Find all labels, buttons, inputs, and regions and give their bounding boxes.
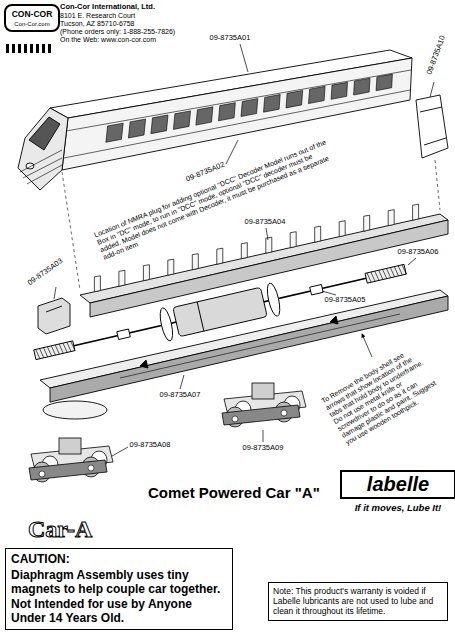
node-heading: CON-COR [7,9,57,19]
logo-bars [6,44,51,53]
weight-fin [364,215,370,231]
window [264,95,281,113]
worm-thread [402,264,406,274]
node-text: Con-Cor.com [7,21,57,27]
window [309,86,326,103]
weight-fin [119,270,125,286]
worm-thread [59,344,63,354]
worm-thread [47,346,51,356]
removal-note: To Remove the body shell see arrows that… [320,343,443,446]
weight-fin [413,204,419,220]
window [128,119,145,138]
weight-fin [339,221,345,237]
weight-fin [266,237,272,253]
worm-thread [51,345,55,355]
worm-thread [379,270,383,280]
callout-number: 09-8735A09 [243,444,284,453]
worm-thread [398,265,402,275]
worm-thread [390,267,394,277]
node-heading: labelle [340,470,455,499]
worm-thread [71,341,75,351]
callout-number: 09-8735A03 [26,257,64,288]
address: 8101 E. Research Court [60,12,135,20]
worm-thread [55,344,59,354]
worm-thread [375,271,379,281]
weight-fin [217,248,223,264]
worm-thread [36,349,40,359]
car-designation: Car-A [28,516,92,544]
warranty-note: Note: This product's warranty is voided … [268,582,448,621]
worm-thread [383,269,387,279]
company-logo: CON-COR Con-Cor.com [4,4,60,32]
caution-box: CAUTION: Diaphragm Assembly uses tiny mag… [5,548,233,630]
node-heading: CAUTION: [11,552,227,566]
callout-number: 09-8735A05 [325,296,366,305]
worm-thread [394,266,398,276]
callout-number: 09-8735A08 [130,441,171,450]
callout-number: 09-8735A04 [245,218,286,227]
title: Comet Powered Car "A" [148,484,320,501]
callout-number: 09-8735A07 [160,391,201,400]
address: Tucson, AZ 85710-6758 [60,20,134,28]
callout-number: 09-8735A01 [210,34,251,43]
weight-fin [192,254,198,270]
web-address: On the Web: www.con-cor.com [60,36,156,44]
worm-thread [63,343,67,353]
weight-fin [388,210,394,226]
window [241,99,258,117]
weight-fin [315,226,321,242]
node-heading: Note: This product's warranty is voided … [273,586,443,617]
weight-fin [143,265,149,281]
window [354,78,370,95]
weight-fin [168,259,174,275]
body-shell [18,50,412,190]
weight-fin [94,276,100,292]
worm-thread [386,268,390,278]
window [196,107,213,125]
worm-thread [43,347,47,357]
window [219,103,236,121]
worm-thread [67,342,71,352]
front-truck [29,438,113,482]
node-text: If it moves, Lube It! [340,502,455,513]
node-text: Diaphragm Assembly uses tiny magnets to … [11,568,227,626]
diaphragm [43,401,107,419]
rear-cap [416,95,448,158]
rear-truck [222,383,306,427]
worm-thread [371,272,375,282]
window [151,115,168,134]
phone: (Phone orders only: 1-888-255-7826) [60,28,175,36]
callout-number: 09-8735A10 [425,34,447,75]
window [376,74,392,91]
window [173,111,190,129]
coupler-bracket [38,298,70,334]
lube-logo: labelle If it moves, Lube It! [340,470,455,513]
company-name: Con-Cor International, Ltd. [60,3,155,12]
worm-thread [40,348,44,358]
weight-fin [241,243,247,259]
window [331,82,347,99]
window [106,123,123,142]
worm-thread [367,272,371,282]
window [286,90,303,108]
callout-number: 09-8735A06 [398,248,439,257]
weight-fin [290,232,296,248]
